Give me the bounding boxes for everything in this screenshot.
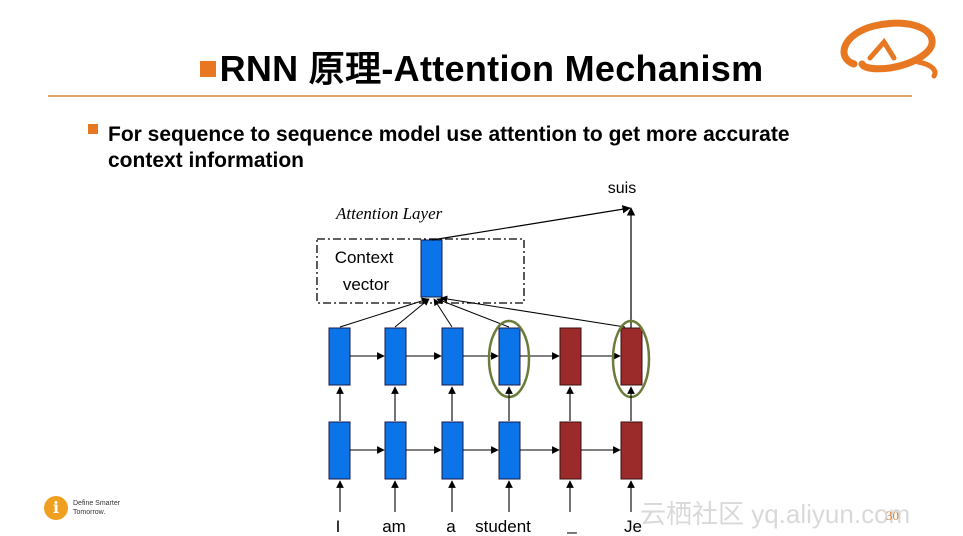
attention-layer-label: Attention Layer [335,204,443,223]
title-bullet-square [199,61,216,77]
alibaba-logo-icon [840,19,938,79]
encoder-top-block-3 [441,327,464,386]
input-word-4: student [475,517,531,536]
input-word-1: I [336,517,341,536]
attention-layer-box [316,238,525,304]
attention-arrow [440,295,626,328]
encoder-bottom-block-1 [328,421,351,480]
decoder-top-block-1 [559,327,582,386]
input-word-3: a [446,517,456,536]
title-divider [48,95,912,97]
bullet-square [88,124,98,134]
footer-tagline-line1: Define Smarter [73,500,121,507]
input-word-2: am [382,517,406,536]
attention-arrow [339,297,429,328]
context-label-line1: Context [335,248,394,267]
decoder-top-block-2 [620,327,643,386]
footer-tagline-line2: Tomorrow. [73,509,106,516]
output-word: suis [608,180,636,197]
attention-arrow [394,298,430,328]
encoder-bottom-block-4 [498,421,521,480]
watermark: 云栖社区 yq.aliyun.com [640,499,911,529]
input-word-6: Je [624,517,642,536]
footer-tagline: Define Smarter Tomorrow. [73,499,133,517]
slide-title: RNN 原理-Attention Mechanism [0,40,963,92]
context-vector-block [420,239,443,298]
info-logo-icon: i [44,496,68,520]
encoder-bottom-block-2 [384,421,407,480]
title-prefix: RNN 原理- [219,48,394,89]
bullet-text: For sequence to sequence model use atten… [108,123,790,172]
encoder-top-block-4 [498,327,521,386]
title-main: Attention Mechanism [393,48,764,89]
attention-arrow [436,298,510,328]
encoder-top-block-1 [328,327,351,386]
encoder-top-block-2 [384,327,407,386]
input-word-5: _ [566,515,577,534]
decoder-bottom-block-2 [620,421,643,480]
decoder-bottom-block-1 [559,421,582,480]
page-number: 30 [886,508,899,523]
encoder-bottom-block-3 [441,421,464,480]
context-to-output-arrow [431,205,631,241]
context-label-line2: vector [343,275,390,294]
